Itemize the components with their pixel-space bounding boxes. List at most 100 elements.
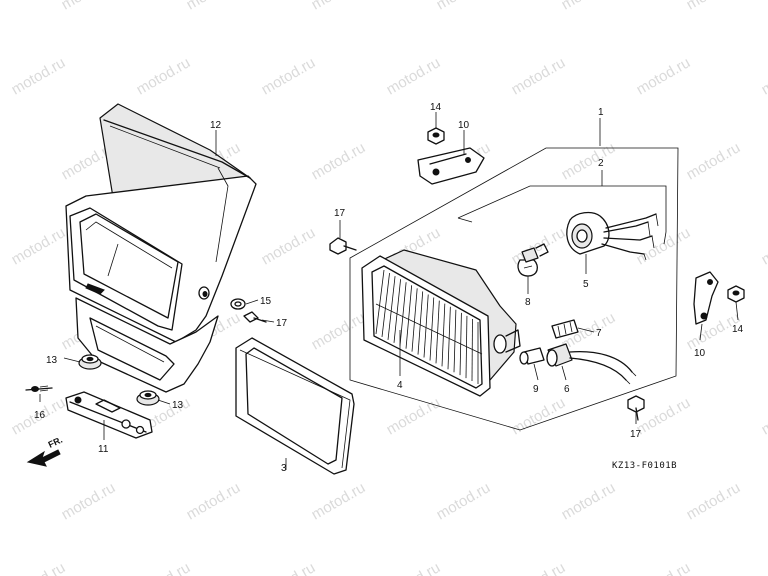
lens-divider xyxy=(375,303,483,355)
watermark-text: motod.ru xyxy=(759,54,768,98)
lens-line xyxy=(429,297,435,361)
watermark-text: motod.ru xyxy=(184,0,244,13)
watermark-text: motod.ru xyxy=(384,559,444,576)
small-bulb-part-9[interactable] xyxy=(519,347,545,365)
watermark-text: motod.ru xyxy=(9,224,69,268)
watermark-text: motod.ru xyxy=(184,479,244,523)
label-part-10-right: 10 xyxy=(694,348,706,359)
watermark-text: motod.ru xyxy=(259,224,319,268)
lens-line xyxy=(423,294,429,358)
label-part-13-b: 13 xyxy=(172,400,184,411)
lens-line xyxy=(447,306,451,370)
watermark-text: motod.ru xyxy=(509,559,569,576)
grommet-part-13-b[interactable] xyxy=(136,390,160,406)
lens-line xyxy=(441,303,446,367)
watermark-text: motod.ru xyxy=(559,0,619,13)
watermark-text: motod.ru xyxy=(134,54,194,98)
bolt-part-17-bottom[interactable] xyxy=(627,395,645,421)
watermark-text: motod.ru xyxy=(259,559,319,576)
watermark-text: motod.ru xyxy=(9,559,69,576)
watermark-text: motod.ru xyxy=(384,54,444,98)
watermark-text: motod.ru xyxy=(309,479,369,523)
label-part-7: 7 xyxy=(596,328,602,339)
watermark-text: motod.ru xyxy=(509,54,569,98)
label-part-11: 11 xyxy=(98,444,109,455)
headlight-unit-part-4[interactable] xyxy=(361,249,521,397)
lens-line xyxy=(381,273,390,337)
label-part-3: 3 xyxy=(281,463,287,474)
nut-part-14-top[interactable] xyxy=(427,127,445,145)
label-part-1: 1 xyxy=(598,107,604,118)
label-part-13-a: 13 xyxy=(46,355,58,366)
watermark-text: motod.ru xyxy=(384,394,444,438)
watermark-text: motod.ru xyxy=(309,139,369,183)
lens-line xyxy=(435,300,440,364)
label-part-10-top: 10 xyxy=(458,120,470,131)
watermark-text: motod.ru xyxy=(9,54,69,98)
lens-line xyxy=(405,285,413,349)
lens-texture xyxy=(375,269,483,384)
watermark-text: motod.ru xyxy=(559,479,619,523)
socket-part-6[interactable] xyxy=(546,343,637,385)
socket-boot-part-5[interactable] xyxy=(566,211,659,261)
label-part-5: 5 xyxy=(583,279,589,290)
watermark-text: motod.ru xyxy=(634,224,694,268)
part-labels: 1 2 3 4 5 6 7 8 9 10 10 11 12 13 13 14 1… xyxy=(34,102,744,474)
watermark-text: motod.ru xyxy=(434,0,494,13)
label-part-17-left: 17 xyxy=(276,318,288,329)
washer-part-15[interactable] xyxy=(230,298,246,310)
label-part-16: 16 xyxy=(34,410,46,421)
lens-line xyxy=(393,279,401,343)
label-part-12: 12 xyxy=(210,120,222,131)
label-part-17-bottom: 17 xyxy=(630,429,642,440)
watermark-text: motod.ru xyxy=(434,479,494,523)
label-part-15: 15 xyxy=(260,296,272,307)
label-part-9: 9 xyxy=(533,384,539,395)
watermark-text: motod.ru xyxy=(759,559,768,576)
diagram-code: KZ13-F0101B xyxy=(612,461,677,471)
bolt-part-17-top[interactable] xyxy=(329,237,357,255)
assembly-outline-part-1 xyxy=(349,147,679,431)
watermark-text: motod.ru xyxy=(59,479,119,523)
watermark-text: motod.ru xyxy=(259,54,319,98)
lens-line xyxy=(375,269,385,335)
headlight-cover-part-12[interactable] xyxy=(65,103,257,393)
watermark-text: motod.ru xyxy=(59,0,119,13)
watermark-text: motod.ru xyxy=(559,139,619,183)
watermark-text: motod.ru xyxy=(759,394,768,438)
stay-bracket-part-10-top[interactable] xyxy=(417,147,485,185)
grommet-part-13-a[interactable] xyxy=(78,354,102,370)
screw-part-16[interactable] xyxy=(25,385,53,392)
label-part-2: 2 xyxy=(598,158,604,169)
watermark-text: motod.ru xyxy=(759,224,768,268)
watermark-text: motod.ru xyxy=(684,139,744,183)
lens-line xyxy=(417,291,424,355)
lens-line xyxy=(387,276,396,340)
position-bulb-part-7[interactable] xyxy=(551,319,579,339)
watermark-text: motod.ru xyxy=(634,559,694,576)
lower-bracket-part-11[interactable] xyxy=(65,391,153,439)
front-direction-arrow: FR. xyxy=(26,435,64,467)
label-part-8: 8 xyxy=(525,297,531,308)
label-part-4: 4 xyxy=(397,380,403,391)
watermark-text: motod.ru xyxy=(309,0,369,13)
watermark-text: motod.ru xyxy=(684,0,744,13)
bulb-part-8[interactable] xyxy=(517,243,549,277)
lens-line xyxy=(411,288,418,352)
nut-part-14-right[interactable] xyxy=(727,285,745,303)
front-marker-label: FR. xyxy=(47,435,64,450)
label-part-14-right: 14 xyxy=(732,324,744,335)
label-part-14-top: 14 xyxy=(430,102,442,113)
lens-line xyxy=(399,282,407,346)
headlight-seal-part-3[interactable] xyxy=(235,337,355,475)
watermark-text: motod.ru xyxy=(134,559,194,576)
watermark-text: motod.ru xyxy=(684,479,744,523)
stay-bracket-part-10-right[interactable] xyxy=(693,271,719,325)
subassembly-outline-part-2 xyxy=(457,185,667,245)
label-part-6: 6 xyxy=(564,384,570,395)
watermark-text: motod.ru xyxy=(634,54,694,98)
bolt-part-17-left[interactable] xyxy=(243,311,267,323)
watermark-text: motod.ru xyxy=(309,309,369,353)
label-part-17-top: 17 xyxy=(334,208,346,219)
